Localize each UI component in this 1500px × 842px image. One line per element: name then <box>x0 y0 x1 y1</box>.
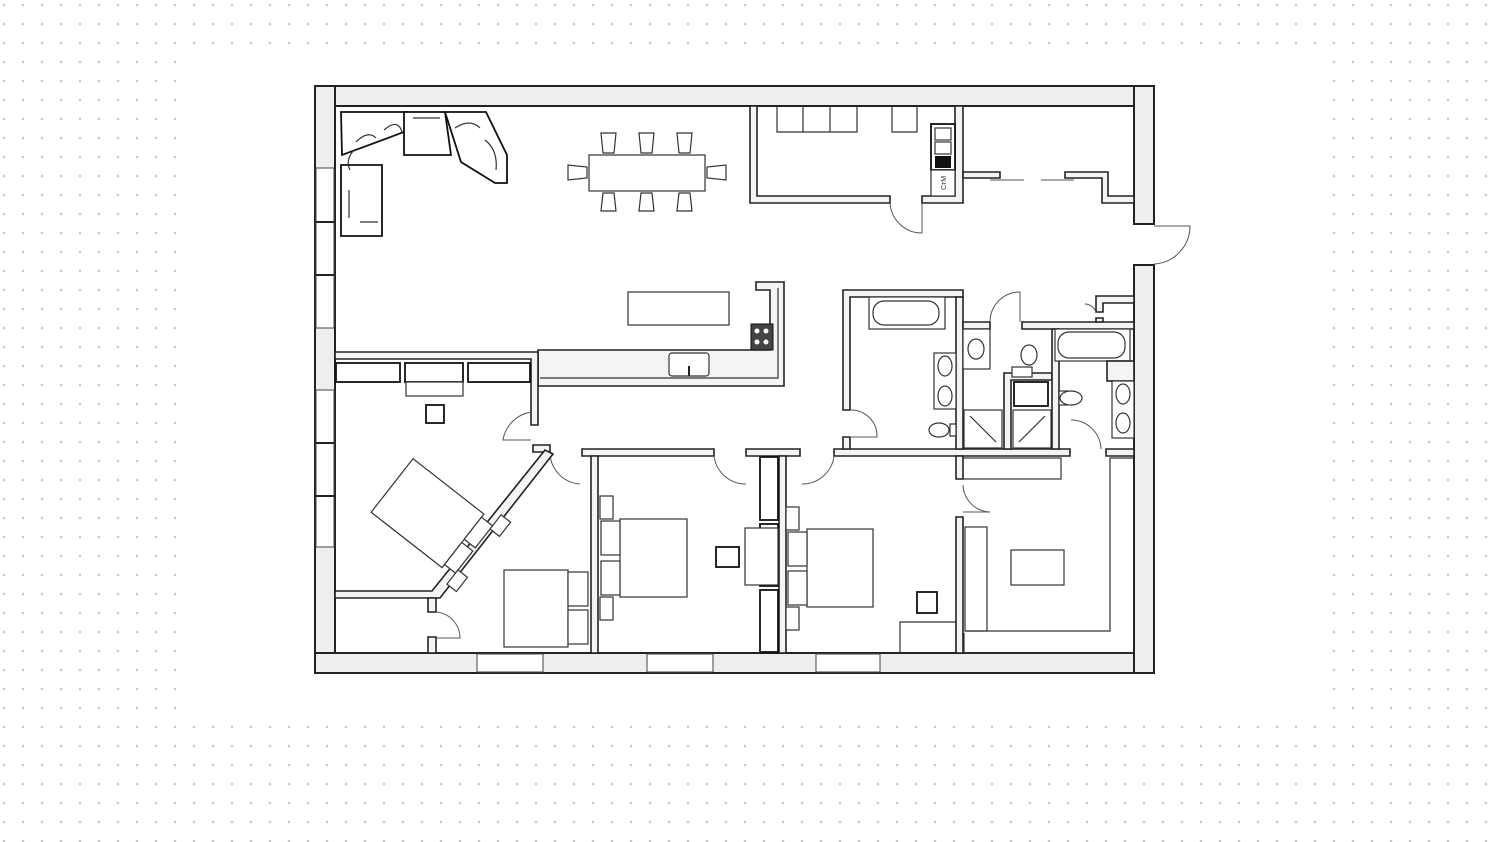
bottom-windows <box>476 653 881 673</box>
bedroom-1 <box>334 448 555 654</box>
bedroom-1-bed <box>503 569 589 648</box>
corridor-walls <box>532 444 1135 485</box>
dressing-room <box>962 457 1134 654</box>
dining-chairs <box>567 132 727 212</box>
wardrobe <box>744 455 787 654</box>
laundry-room: СтМ <box>749 105 964 234</box>
kitchen <box>537 281 785 387</box>
washer-label: СтМ <box>941 176 948 190</box>
bathroom-3 <box>1054 295 1135 450</box>
entrance-door <box>1153 225 1191 265</box>
bathroom-2 <box>962 291 1135 450</box>
corner-sofa <box>340 111 508 237</box>
bedroom-3 <box>785 455 991 654</box>
bedroom-2 <box>590 455 740 654</box>
left-windows <box>315 167 335 548</box>
dining-table <box>567 132 727 212</box>
study <box>334 351 539 441</box>
storage-room <box>962 171 1135 204</box>
bathroom-1 <box>842 289 964 450</box>
